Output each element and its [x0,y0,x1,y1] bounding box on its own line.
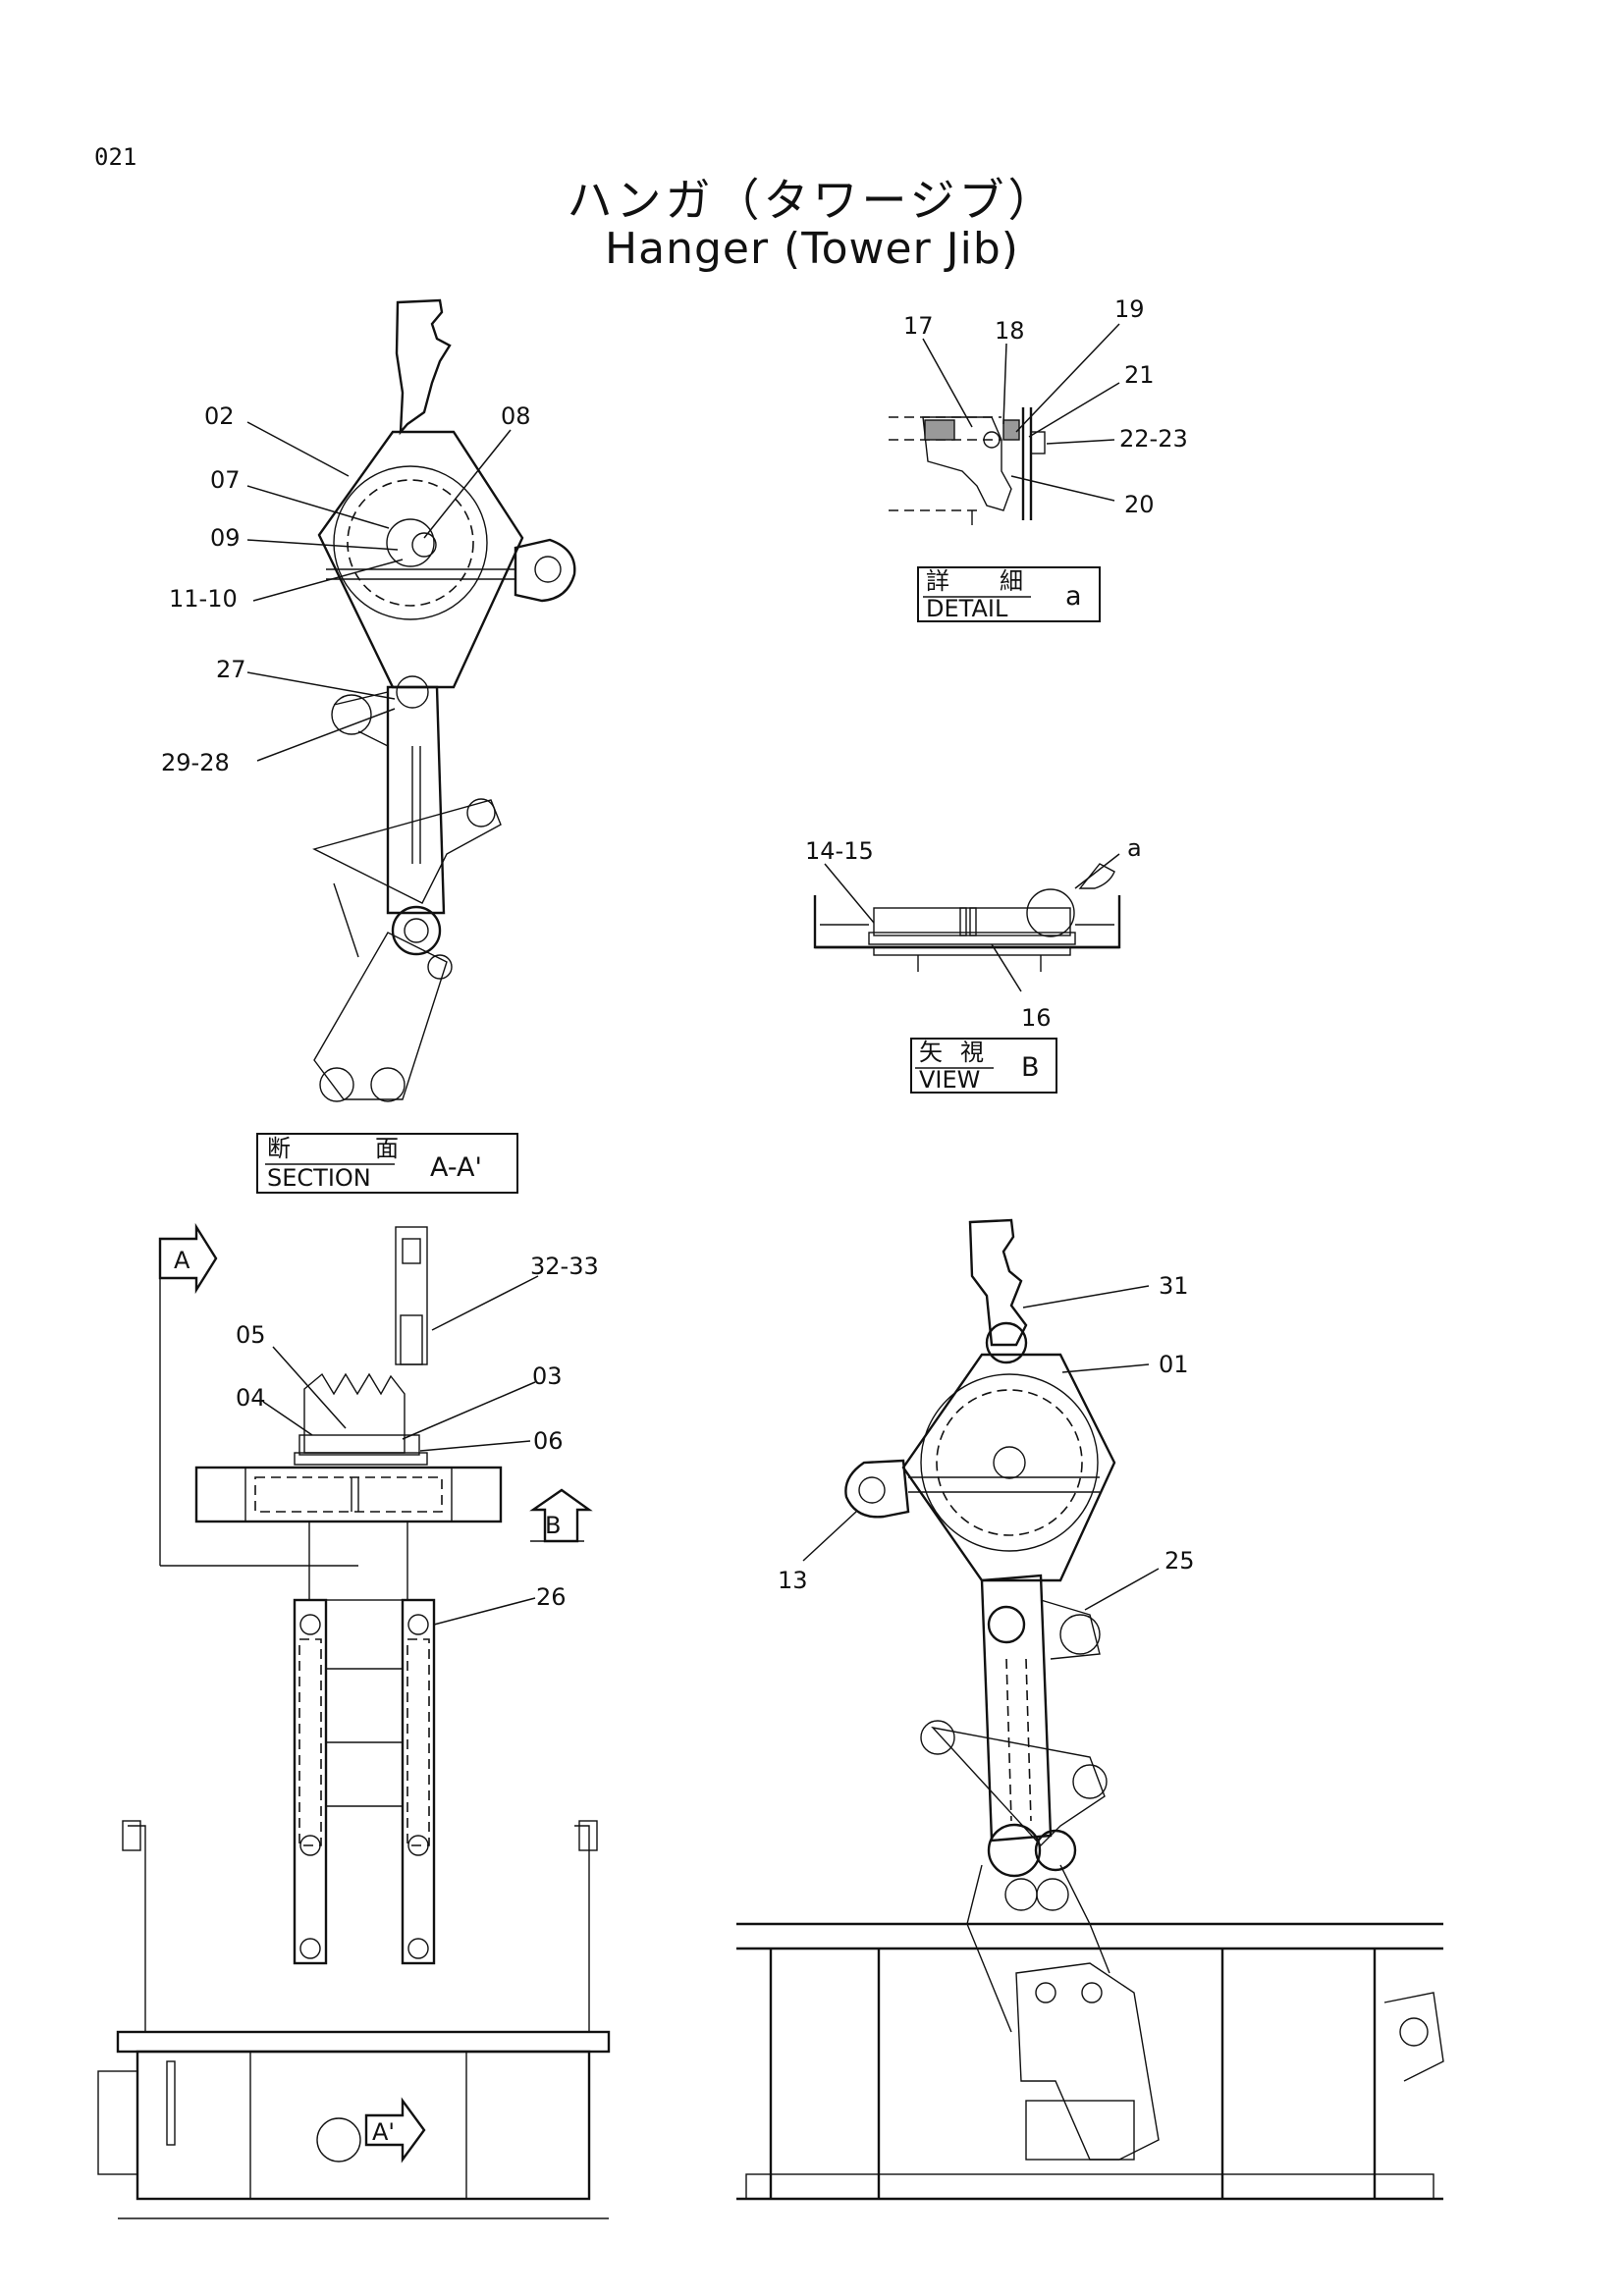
label-07: 07 [210,466,241,494]
view-b-drawing [813,863,1121,972]
label-04: 04 [236,1384,266,1412]
label-21: 21 [1124,361,1155,389]
section-id: A-A' [430,1152,482,1183]
label-02: 02 [204,402,235,430]
label-17: 17 [903,312,934,340]
side-view-drawing [736,1218,1444,2201]
view-b-caption: 矢 視 VIEW B [910,1038,1057,1094]
label-09: 09 [210,524,241,552]
side-view-leaders [802,1285,1160,1611]
label-06: 06 [533,1427,564,1455]
title-english: Hanger (Tower Jib) [605,224,1019,274]
detail-en: DETAIL [926,595,1008,622]
label-16: 16 [1021,1004,1052,1032]
label-14-15: 14-15 [805,837,874,865]
detail-a-leaders [922,323,1120,502]
label-22-23: 22-23 [1119,425,1188,453]
detail-a-drawing [889,407,1046,525]
section-aa-drawing [312,298,576,1102]
label-08: 08 [501,402,531,430]
front-view-leaders [262,1275,539,1626]
section-aa-leaders [246,421,512,762]
label-29-28: 29-28 [161,749,230,776]
detail-id: a [1065,581,1082,612]
label-31: 31 [1159,1272,1189,1300]
detail-jp-bottom: 細 [1000,567,1023,595]
page-number: 021 [94,143,137,171]
section-en: SECTION [267,1164,371,1192]
marker-b: B [545,1512,561,1539]
marker-a-prime: A' [372,2118,395,2146]
label-27: 27 [216,656,246,683]
section-aa-caption: 断 面 SECTION A-A' [256,1133,518,1194]
label-18: 18 [995,317,1025,345]
view-id: B [1021,1052,1040,1083]
label-detail-ref: a [1127,834,1142,862]
label-32-33: 32-33 [530,1253,599,1280]
detail-jp-top: 詳 [926,567,949,595]
view-jp-bottom: 視 [960,1039,984,1066]
title-japanese: ハンガ（タワージブ） [567,174,1057,227]
section-jp-bottom: 面 [375,1135,399,1162]
label-01: 01 [1159,1351,1189,1378]
label-11-10: 11-10 [169,585,238,613]
front-view-drawing [97,1222,611,2219]
label-25: 25 [1164,1547,1195,1575]
view-jp-top: 矢 [919,1039,943,1066]
label-20: 20 [1124,491,1155,518]
label-26: 26 [536,1583,567,1611]
label-05: 05 [236,1321,266,1349]
label-13: 13 [778,1567,808,1594]
view-en: VIEW [919,1066,980,1094]
label-03: 03 [532,1362,563,1390]
marker-a: A [174,1247,190,1274]
section-jp-top: 断 [267,1135,291,1162]
label-19: 19 [1114,295,1145,323]
view-b-leaders [824,853,1120,992]
detail-a-caption: 詳 細 DETAIL a [917,566,1101,622]
